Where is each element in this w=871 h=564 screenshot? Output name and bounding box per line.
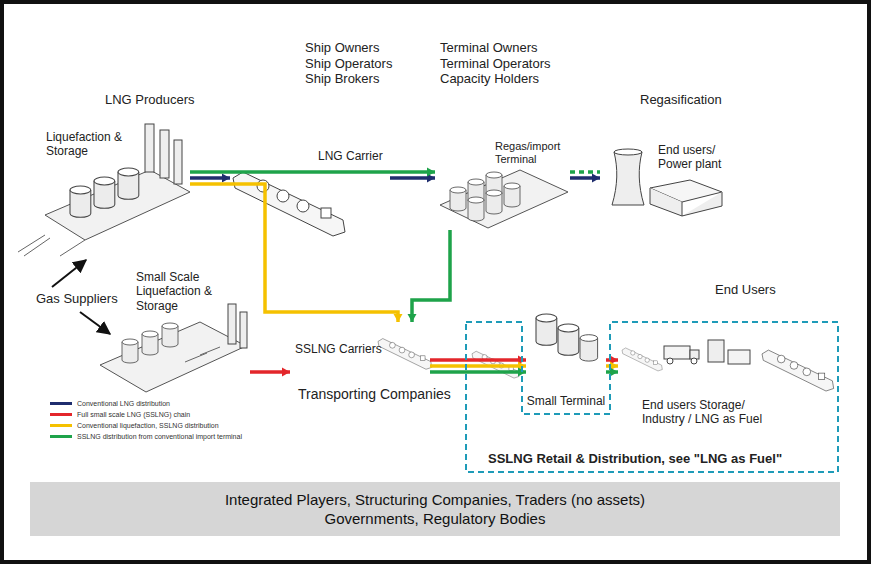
column-heading: LNG Producers <box>105 92 195 108</box>
facility-node: LNG Carrier <box>230 135 390 235</box>
arrow-head <box>394 314 403 322</box>
node-text: End users/ Power plant <box>658 143 730 172</box>
flow-connector <box>408 230 451 322</box>
legend-swatch <box>50 424 72 427</box>
legend-item: SSLNG distribution from conventional imp… <box>50 433 242 440</box>
flow-connector <box>606 356 618 377</box>
dashed-outline <box>466 322 838 472</box>
flow-connector <box>430 356 526 377</box>
column-heading: Regasification <box>640 92 722 108</box>
legend-swatch <box>50 413 72 416</box>
arrow-head <box>427 168 435 177</box>
flow-line <box>570 170 600 174</box>
node-text: SSLNG Carriers <box>295 342 387 356</box>
legend-item: Conventional LNG distribution <box>50 400 170 407</box>
legend-text: Full small scale LNG (SSLNG) chain <box>77 411 190 418</box>
legend-text: Conventional LNG distribution <box>77 400 170 407</box>
role-heading: Transporting Companies <box>298 386 451 403</box>
arrow-head <box>222 174 230 183</box>
node-text: End users Storage/ Industry / LNG as Fue… <box>642 398 782 427</box>
flow-line <box>412 230 450 322</box>
arrow-head <box>408 314 417 322</box>
node-text: Small Terminal <box>526 394 606 408</box>
flow-connector <box>190 184 403 322</box>
arrow-head <box>282 368 290 377</box>
flow-line <box>430 358 526 362</box>
facility-node: End users Storage/ Industry / LNG as Fue… <box>618 330 836 442</box>
flow-line <box>430 364 526 368</box>
legend-text: SSLNG distribution from conventional imp… <box>77 433 242 440</box>
flow-line <box>430 370 526 374</box>
region-outline: SSLNG Retail & Distribution, see "LNG as… <box>466 322 838 472</box>
legend-text: Conventional liquefaction, SSLNG distrib… <box>77 422 219 429</box>
flow-connector <box>250 368 290 377</box>
flow-connector <box>190 168 435 177</box>
facility-node: End users/ Power plant <box>600 135 730 220</box>
node-text: Integrated Players, Structuring Companie… <box>225 490 645 510</box>
node-text: Small Scale Liquefaction & Storage <box>136 270 228 313</box>
node-text: Governments, Regulatory Bodies <box>325 509 546 529</box>
legend-item: Full small scale LNG (SSLNG) chain <box>50 411 190 418</box>
flow-line <box>190 170 435 174</box>
arrow-head <box>592 174 600 183</box>
column-heading: End Users <box>715 282 776 298</box>
facility-node: Small Terminal <box>526 305 606 412</box>
facility-node: Regas/import Terminal <box>435 140 570 230</box>
legend-item: Conventional liquefaction, SSLNG distrib… <box>50 422 219 429</box>
node-text: Regas/import Terminal <box>495 140 569 166</box>
legend-swatch <box>50 402 72 405</box>
flow-connector <box>570 172 600 173</box>
facility-node: Small Scale Liquefaction & Storage <box>90 270 250 395</box>
legend-swatch <box>50 435 72 438</box>
node-text: SSLNG Retail & Distribution, see "LNG as… <box>488 451 828 467</box>
band: Integrated Players, Structuring Companie… <box>30 482 840 536</box>
flow-connector <box>190 174 230 183</box>
flow-connector <box>570 174 600 183</box>
node-text: Liquefaction & Storage <box>46 130 136 159</box>
facility-node: SSLNG Carriers <box>290 322 430 382</box>
arrow-head <box>610 368 618 377</box>
column-heading: Terminal Owners Terminal Operators Capac… <box>440 40 564 87</box>
node-text: LNG Carrier <box>318 149 388 163</box>
facility-node: Liquefaction & Storage <box>40 120 190 255</box>
column-heading: Ship Owners Ship Operators Ship Brokers <box>305 40 405 87</box>
role-heading: Gas Suppliers <box>36 291 118 307</box>
flow-line <box>190 184 398 322</box>
